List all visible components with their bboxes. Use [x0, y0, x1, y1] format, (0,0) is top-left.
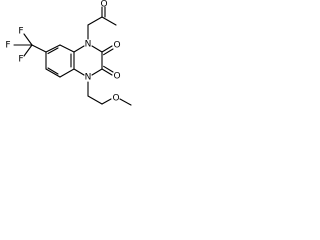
atom-label-n-bottom: N	[85, 73, 92, 83]
atom-label-n-top: N	[85, 40, 92, 50]
bond-n-bottom-c8a	[73, 68, 85, 76]
dione-carbonyls	[101, 45, 114, 76]
bond-ch2-co	[87, 16, 103, 26]
atom-label-f-upper: F	[18, 27, 23, 37]
bond-cf3-f-upper	[23, 33, 33, 46]
atom-label-o-dione-upper: O	[113, 41, 120, 51]
bond-ring-inner-2	[47, 67, 59, 75]
bond-ring-inner-1	[47, 47, 59, 55]
bond-ring-c5-c6	[45, 44, 61, 53]
methoxyethyl-group	[87, 81, 132, 106]
bond-ring-c8-c8a	[59, 68, 75, 78]
bond-ch2-ch2	[87, 95, 103, 105]
atom-label-f-lower: F	[18, 55, 23, 65]
benzene-ring	[45, 44, 75, 78]
atom-label-o-methoxy: O	[112, 94, 119, 104]
oxopropyl-group	[87, 6, 117, 40]
atom-label-f-left: F	[5, 41, 10, 51]
trifluoromethyl-group	[13, 33, 47, 57]
bond-cf3-f-lower	[23, 44, 33, 57]
atom-labels: N N O O O O F F F	[5, 0, 120, 104]
bond-c4a-n-top	[73, 45, 85, 53]
atom-label-o-acetonyl: O	[100, 0, 107, 10]
structure-svg: N N O O O O F F F	[5, 0, 132, 106]
bond-c6-cf3	[31, 44, 47, 53]
bond-ch2-o	[101, 98, 112, 105]
bond-c3-o-upper-a	[101, 45, 113, 53]
bond-ring-c4a-c5	[59, 44, 75, 53]
bond-c2-o-lower-b	[103, 65, 114, 73]
bond-c2-n-bottom	[91, 68, 103, 76]
bond-c3-o-upper-b	[103, 48, 114, 56]
chemical-structure: N N O O O O F F F	[0, 0, 143, 126]
bond-co-ch3	[101, 16, 117, 26]
bond-ring-c7-c8	[45, 68, 61, 78]
bond-c2-o-lower-a	[101, 68, 113, 76]
bond-o-ch3	[119, 98, 132, 106]
atom-label-o-dione-lower: O	[113, 72, 120, 82]
bond-n-top-c3	[91, 45, 103, 53]
pyrazinedione-ring	[73, 45, 103, 76]
